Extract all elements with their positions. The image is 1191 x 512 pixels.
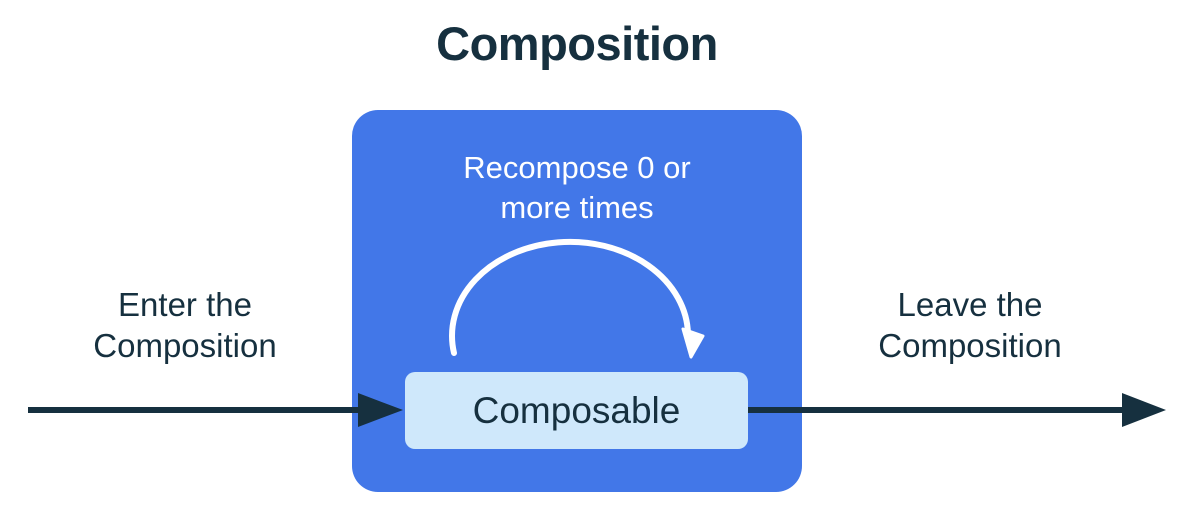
enter-composition-label: Enter the Composition bbox=[93, 286, 277, 364]
recompose-label: Recompose 0 or more times bbox=[463, 150, 691, 225]
diagram-title: Composition bbox=[436, 17, 718, 70]
composable-box: Composable bbox=[405, 372, 748, 449]
leave-arrow-head-icon bbox=[1122, 393, 1166, 427]
leave-composition-label: Leave the Composition bbox=[878, 286, 1062, 364]
composable-label: Composable bbox=[472, 389, 681, 431]
